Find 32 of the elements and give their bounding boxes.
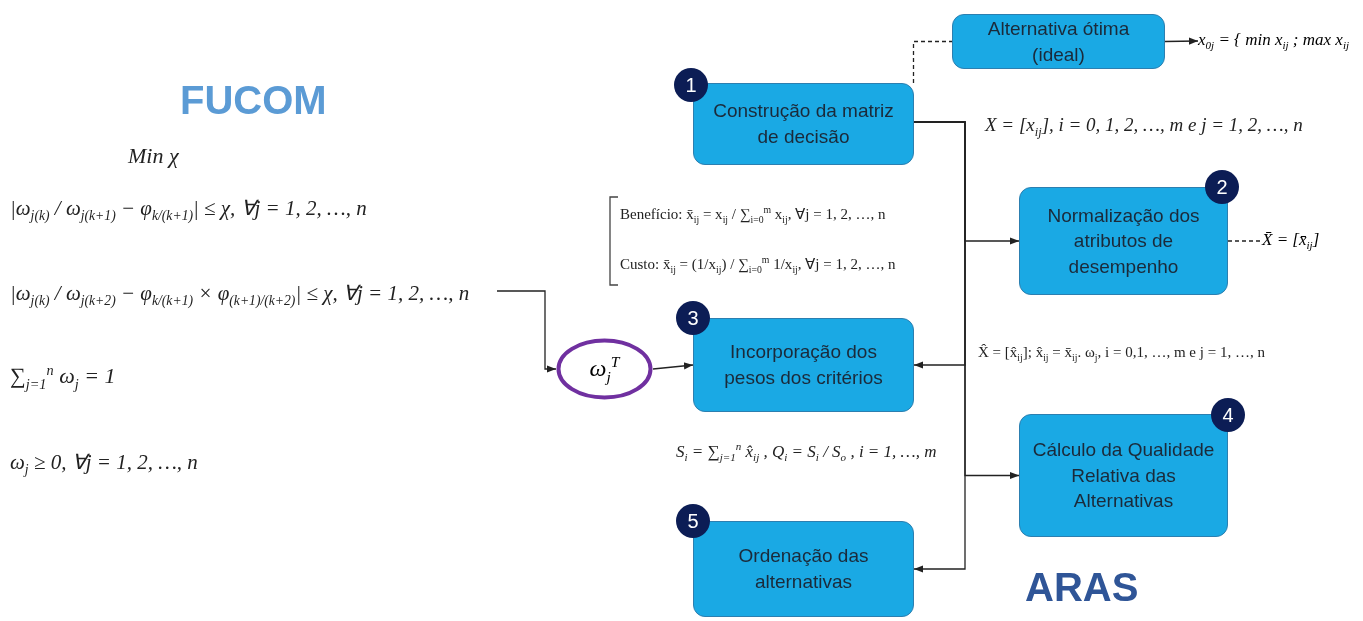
formula-text: x$_{0j}$ = { min x$_{ij}$ ; max x$_{ij}$ (1198, 26, 1358, 56)
formula-text: ω$_{j}$ ≥ 0, ∀j = 1, 2, …, n (10, 450, 198, 479)
step-number-badge: 4 (1211, 398, 1245, 432)
arrow (496, 290, 557, 373)
arrow (652, 362, 694, 370)
formula-text: |ω$_{j(k)}$ / ω$_{j(k+1)}$ − φ$_{k/(k+1)}$| ≤ χ, ∀j = 1, 2, …, n (10, 196, 367, 225)
arrow (913, 121, 966, 573)
formula-text: X̄ = [x̄$_{ij}$] (1262, 227, 1357, 255)
section-heading: FUCOM (180, 78, 327, 123)
formula-text: |ω$_{j(k)}$ / ω$_{j(k+2)}$ − φ$_{k/(k+1)}$ × φ$_{(k+1)/(k+2)}$| ≤ χ, ∀j = 1, 2, …, n (10, 281, 470, 310)
step-label: Normalização dos atributos de desempenho (1046, 203, 1201, 279)
section-heading: ARAS (1025, 565, 1139, 610)
formula-text: S$_{i}$ = ∑$_{j=1}$$^{n}$ x̂$_{ij}$ , Q$_{i}$ = S$_{i}$ / S$_{o}$ , i = 1, …, m (676, 440, 937, 464)
arrow (1164, 37, 1199, 45)
step-number-badge: 5 (676, 504, 710, 538)
process-box (952, 14, 1165, 69)
dashed-connector (1227, 240, 1263, 242)
dashed-connector (912, 40, 953, 84)
formula-text: ∑$_{j=1}$$^{n}$ ω$_{j}$ = 1 (10, 362, 116, 393)
step-number-badge: 2 (1205, 170, 1239, 204)
step-label: Construção da matriz de decisão (712, 99, 895, 149)
step-label: Incorporação dos pesos dos critérios (723, 340, 884, 390)
formula-text: Benefício: x̄$_{ij}$ = x$_{ij}$ / ∑$_{i=0}$$^{m}$ x$_{ij}$, ∀j = 1, 2, …, n (620, 204, 886, 225)
step-number-badge: 3 (676, 301, 710, 335)
step-label: Alternativa ótima (ideal) (986, 16, 1131, 67)
step-label: Cálculo da Qualidade Relativa das Alternativas (1031, 438, 1216, 514)
formula-text: Min χ (128, 143, 179, 169)
formula-text: Custo: x̄$_{ij}$ = (1/x$_{ij}$) / ∑$_{i=0}$$^{m}$ 1/x$_{ij}$, ∀j = 1, 2, …, n (620, 254, 896, 275)
formula-text: X = [x$_{ij}$], i = 0, 1, 2, …, m e j = 1, 2, …, n (985, 114, 1303, 140)
formula-text: X̂ = [x̂$_{ij}$]; x̂$_{ij}$ = x̄$_{ij}$. ω$_{j}$, i = 0,1, …, m e j = 1, …, n (978, 344, 1266, 363)
step-label: Ordenação das alternativas (737, 544, 870, 594)
step-number-badge: 1 (674, 68, 708, 102)
